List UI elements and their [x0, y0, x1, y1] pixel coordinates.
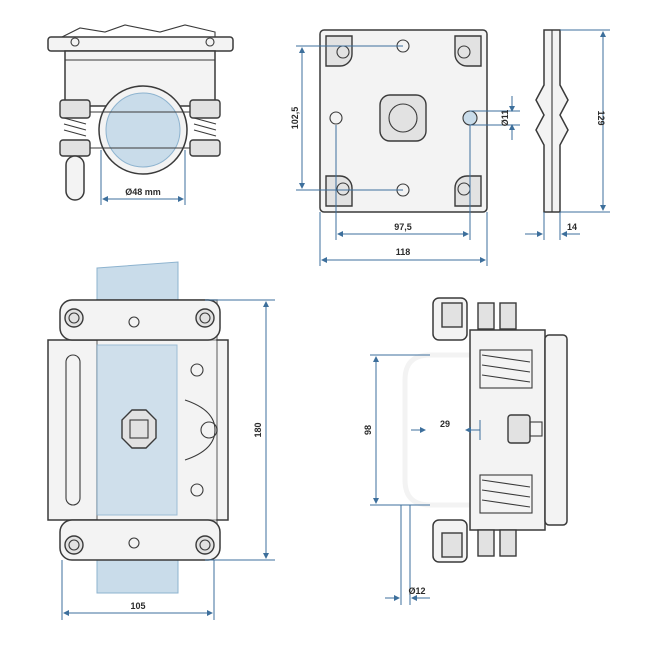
rod-diameter-label: Ø12: [408, 586, 425, 596]
clamp-front-view: 180 105: [47, 261, 275, 620]
front-width-label: 105: [130, 601, 145, 611]
side-height-label: 129: [596, 110, 606, 125]
plate-height-label: 102,5: [290, 107, 300, 130]
bracket-inner-label: 29: [440, 419, 450, 429]
u-bolt-bracket-view: 98 29 Ø12: [363, 297, 568, 605]
mounting-plate-view: 102,5 Ø11 97,5 118: [290, 29, 520, 266]
bracket-height-label: 98: [363, 425, 373, 435]
pipe-diameter-label: Ø48 mm: [125, 187, 161, 197]
plate-width-label: 118: [396, 247, 411, 257]
plate-side-profile: 129 14: [525, 29, 610, 240]
clamp-side-view: Ø48 mm: [47, 24, 234, 205]
side-depth-label: 14: [567, 222, 577, 232]
hole-diameter-label: Ø11: [500, 110, 510, 127]
front-height-label: 180: [253, 422, 263, 437]
hole-spacing-label: 97,5: [394, 222, 412, 232]
